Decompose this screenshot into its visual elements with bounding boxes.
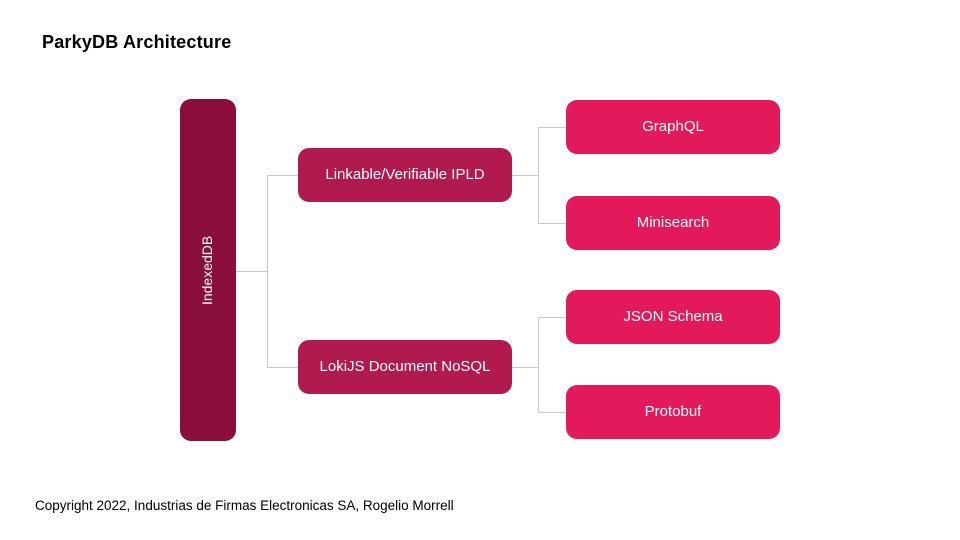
node-json-schema-label: JSON Schema <box>623 308 723 325</box>
copyright-text: Copyright 2022, Industrias de Firmas Ele… <box>35 498 454 513</box>
node-lokijs-document-nosql-label: LokiJS Document NoSQL <box>319 358 491 375</box>
node-graphql: GraphQL <box>566 100 780 154</box>
node-lokijs-document-nosql: LokiJS Document NoSQL <box>298 340 512 394</box>
connector-line <box>538 127 539 223</box>
node-indexeddb: IndexedDB <box>180 99 236 441</box>
connector-line <box>236 271 267 272</box>
node-linkable-verifiable-ipld-label: Linkable/Verifiable IPLD <box>325 166 485 183</box>
node-json-schema: JSON Schema <box>566 290 780 344</box>
connector-line <box>267 367 298 368</box>
connector-line <box>512 175 538 176</box>
node-protobuf-label: Protobuf <box>644 403 702 420</box>
connector-line <box>538 412 566 413</box>
node-graphql-label: GraphQL <box>642 118 704 135</box>
connector-line <box>538 317 566 318</box>
connector-line <box>538 223 566 224</box>
node-minisearch-label: Minisearch <box>636 214 710 231</box>
connector-line <box>267 175 298 176</box>
node-indexeddb-label: IndexedDB <box>199 235 216 305</box>
connector-line <box>538 127 566 128</box>
page-title: ParkyDB Architecture <box>42 32 232 52</box>
node-protobuf: Protobuf <box>566 385 780 439</box>
connector-line <box>538 317 539 412</box>
node-minisearch: Minisearch <box>566 196 780 250</box>
connector-line <box>512 367 538 368</box>
connector-line <box>267 175 268 367</box>
node-linkable-verifiable-ipld: Linkable/Verifiable IPLD <box>298 148 512 202</box>
